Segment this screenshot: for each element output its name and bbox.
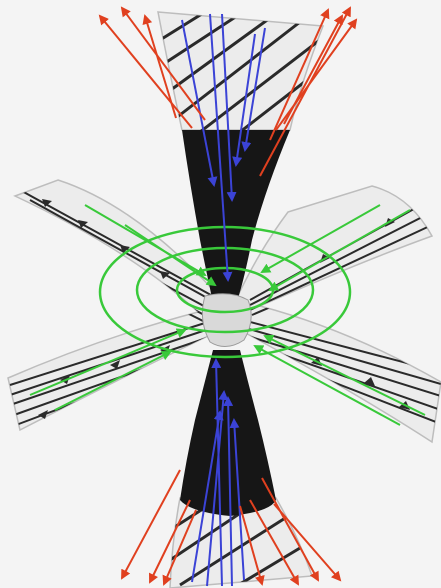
top-funnel-streamline — [199, 34, 323, 130]
green-disk-arrow-icon — [253, 345, 401, 426]
left-sheet-streamline — [9, 314, 231, 386]
left-sheet-arrowhead — [42, 199, 52, 207]
right-sheet-streamline — [249, 223, 435, 311]
red-outflow-arrows-top — [98, 6, 358, 177]
blue-inflow-arrow-icon — [232, 33, 256, 167]
right-sheet-streamline — [235, 324, 441, 385]
blue-inflow-arrow-icon — [181, 19, 218, 187]
left-sheet-streamline — [9, 329, 231, 406]
blue-inflow-arrow-icon — [229, 418, 245, 581]
red-outflow-arrow-icon — [261, 477, 319, 582]
red-outflow-arrow-icon — [149, 499, 191, 584]
blue-inflow-arrows-top — [181, 13, 266, 282]
blue-inflow-arrow-icon — [241, 27, 266, 152]
green-disk-arrows — [29, 204, 426, 426]
red-outflow-arrow-icon — [273, 503, 342, 582]
left-sheet-arrowhead — [78, 220, 88, 228]
red-outflow-arrow-icon — [142, 14, 177, 119]
green-disk-arrow-icon — [124, 224, 217, 287]
green-disk-arrow-icon — [268, 209, 411, 291]
right-sheet-streamline — [249, 211, 433, 306]
left-sheet-arrowhead — [38, 410, 48, 419]
blue-inflow-arrow-icon — [206, 390, 229, 587]
blue-inflow-arrow-icon — [211, 358, 223, 587]
blue-inflow-arrow-icon — [191, 410, 224, 583]
red-outflow-arrow-icon — [249, 499, 299, 586]
left-sheet-arrowhead — [120, 245, 130, 253]
top-funnel-streamline — [167, 16, 271, 94]
red-outflow-arrows-bottom — [121, 469, 342, 586]
red-outflow-arrow-icon — [162, 509, 197, 586]
red-outflow-arrow-icon — [120, 6, 206, 121]
left-sheet-streamline — [9, 321, 231, 396]
top-funnel-streamline — [161, 12, 241, 67]
green-disk-arrow-icon — [263, 335, 426, 416]
bottom-funnel-streamline — [179, 513, 291, 587]
blue-inflow-arrows-bottom — [191, 358, 245, 587]
neck-surface — [201, 293, 252, 347]
top-funnel-streamline — [175, 20, 301, 120]
top-funnel — [157, 11, 325, 131]
green-disk-arrow-icon — [260, 204, 381, 273]
left-sheet-arrowhead — [160, 271, 170, 279]
green-disk-arrow-icon — [84, 204, 207, 277]
green-disk-arrow-icon — [54, 351, 172, 411]
red-outflow-arrow-icon — [275, 18, 358, 131]
red-outflow-arrow-icon — [98, 14, 193, 129]
red-outflow-arrow-icon — [239, 505, 265, 586]
red-outflow-arrow-icon — [121, 469, 181, 580]
red-outflow-arrow-icon — [269, 8, 330, 141]
green-disk-arrow-icon — [29, 328, 187, 396]
right-sheet-arrowhead — [364, 377, 375, 386]
blue-inflow-arrow-icon — [223, 396, 234, 587]
blue-inflow-arrow-icon — [209, 13, 233, 282]
blue-inflow-arrow-icon — [221, 13, 237, 202]
left-sheet-arrowhead — [110, 360, 120, 369]
red-outflow-arrow-icon — [259, 6, 351, 177]
